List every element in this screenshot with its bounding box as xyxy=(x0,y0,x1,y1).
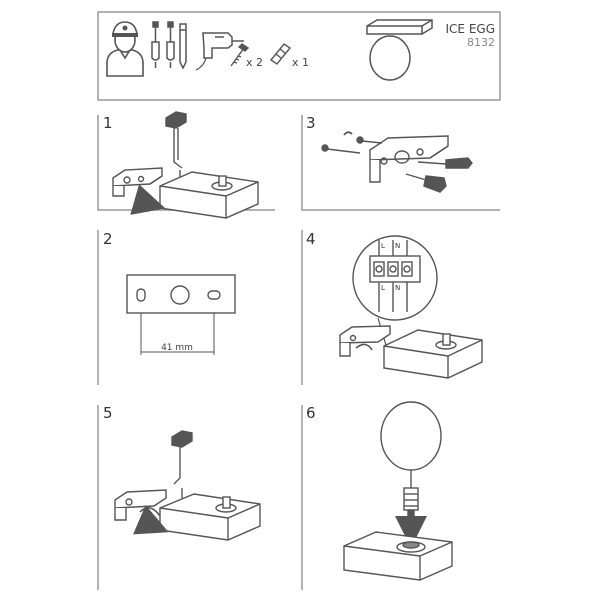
mounting-plate xyxy=(126,274,236,314)
screwdriver-2-icon xyxy=(166,21,175,68)
screwdriver-right-icon xyxy=(417,157,473,169)
step-1-illustration xyxy=(112,111,259,219)
product-code: 8132 xyxy=(467,36,495,49)
glass-egg-shade xyxy=(380,401,442,471)
terminal-label-l-top: L xyxy=(381,242,385,250)
lamp-body-block-step6 xyxy=(343,531,453,581)
lamp-body-block xyxy=(159,171,259,219)
step-number-6: 6 xyxy=(306,404,316,422)
lamp-body-block-step4 xyxy=(383,329,483,379)
step-5-illustration xyxy=(114,430,261,541)
bulb-socket-icon xyxy=(403,487,419,521)
step-number-5: 5 xyxy=(103,404,113,422)
pencil-icon xyxy=(179,23,187,70)
wall-bracket xyxy=(112,167,163,197)
installer-person-icon xyxy=(106,21,144,77)
header-panel: x 2 x 1 ICE EGG 8132 xyxy=(97,11,501,101)
plug-quantity: x 1 xyxy=(292,56,309,69)
step-number-2: 2 xyxy=(103,230,113,248)
terminal-label-n-top: N xyxy=(395,242,400,250)
wall-bracket-large xyxy=(369,135,449,183)
screwdriver-lower-icon xyxy=(405,173,447,193)
wall-plug-icon xyxy=(269,43,292,65)
product-lamp-icon xyxy=(366,19,433,81)
terminal-label-l-bottom: L xyxy=(381,284,385,292)
mounting-screws xyxy=(321,131,383,154)
step-number-1: 1 xyxy=(103,114,113,132)
product-name: ICE EGG xyxy=(446,22,496,36)
dimension-label: 41 mm xyxy=(161,343,193,353)
terminal-label-n-bottom: N xyxy=(395,284,400,292)
hex-key-icon-step5 xyxy=(171,430,193,485)
step-6-illustration xyxy=(343,401,453,581)
screwdriver-1-icon xyxy=(151,21,160,68)
step-number-3: 3 xyxy=(306,114,316,132)
drill-icon xyxy=(195,32,244,71)
plate-center-hole xyxy=(170,285,190,305)
screws-quantity: x 2 xyxy=(246,56,263,69)
terminal-block xyxy=(369,240,421,312)
step-number-4: 4 xyxy=(306,230,316,248)
lamp-body-block-step5 xyxy=(159,493,261,541)
plate-slot-left xyxy=(136,288,146,302)
step-3-illustration xyxy=(321,131,473,193)
wall-bracket-step4 xyxy=(339,325,391,357)
hex-key-icon xyxy=(165,111,187,169)
step-2-illustration xyxy=(126,274,236,355)
plate-slot-right xyxy=(207,290,221,300)
step-4-illustration xyxy=(339,235,483,379)
screwdriver-icons xyxy=(151,21,187,70)
screw-icon xyxy=(230,43,250,67)
wall-bracket-step5 xyxy=(114,489,167,521)
